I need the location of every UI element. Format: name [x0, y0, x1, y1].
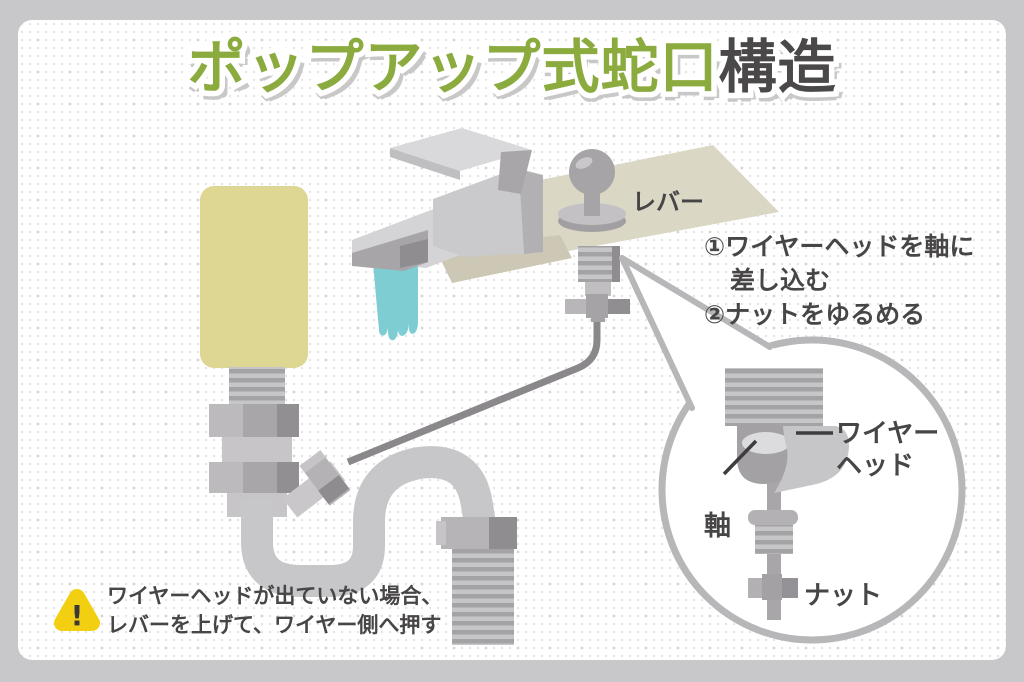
drain-assembly [200, 186, 517, 645]
title-highlight: ポップアップ式蛇口 [187, 33, 719, 101]
shaft-label: 軸 [704, 511, 731, 542]
wire-head-label: ワイヤー ヘッド [836, 419, 940, 481]
drain-trap-pipe [241, 446, 496, 597]
lever-label: レバー [632, 188, 704, 216]
drain-bottle [200, 186, 308, 368]
wire-head-inset [722, 368, 849, 620]
page-title: ポップアップ式蛇口構造 ポップアップ式蛇口構造 [0, 30, 1024, 108]
water-stream [372, 252, 418, 341]
page-title-text: ポップアップ式蛇口構造 [0, 33, 1024, 101]
wire-head-ribbed-block [725, 368, 823, 426]
shaft-pointer-line [722, 439, 758, 476]
step-1: ①ワイヤーヘッドを軸に [704, 232, 975, 261]
title-suffix: 構造 [718, 33, 837, 101]
wire [346, 314, 601, 466]
wire-fitting [299, 450, 351, 506]
faucet [352, 128, 543, 341]
nut-label: ナット [804, 581, 883, 611]
instruction-steps: ①ワイヤーヘッドを軸に 差し込む ②ナットをゆるめる [704, 230, 974, 332]
step-2: ②ナットをゆるめる [704, 300, 926, 329]
page-title-outline: ポップアップ式蛇口構造 [182, 30, 841, 105]
warning-exclamation: ! [70, 599, 84, 632]
step-1-continued: 差し込む [730, 266, 831, 295]
popup-rod-assembly [346, 246, 630, 466]
warning-note: ワイヤーヘッドが出ていない場合、 レバーを上げて、ワイヤー側へ押す [107, 584, 443, 637]
warning-triangle-icon [54, 589, 100, 631]
lever-knob [558, 149, 626, 232]
corrugated-pipe [452, 549, 514, 645]
